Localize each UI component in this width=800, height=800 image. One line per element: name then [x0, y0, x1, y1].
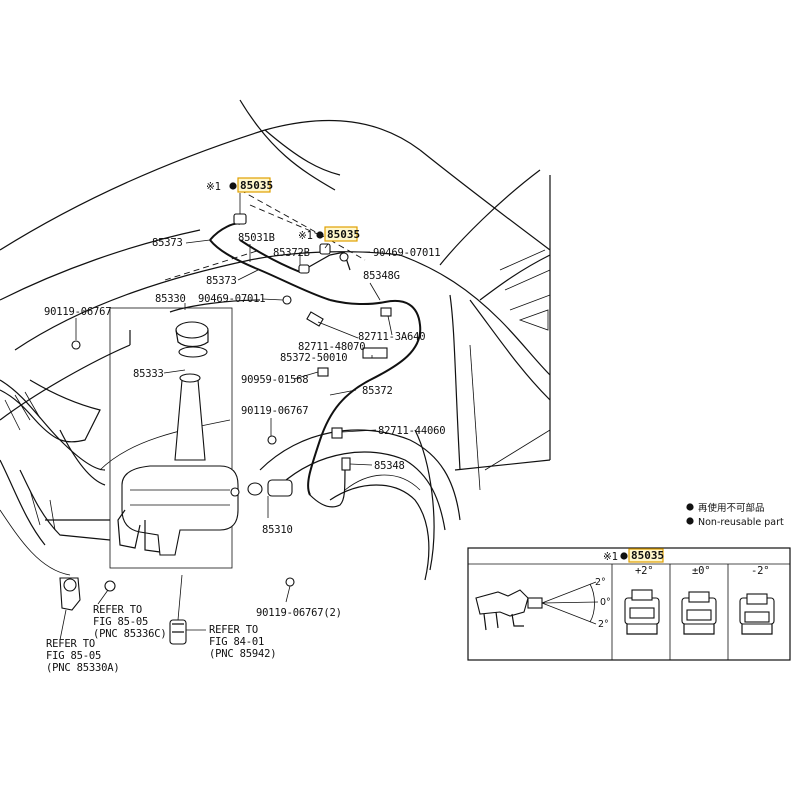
bolt-90119-left	[71, 340, 81, 350]
refer2-line2[interactable]: FIG 85-05	[46, 650, 101, 662]
refer1-line1: REFER TO	[93, 604, 142, 616]
grommet	[104, 580, 116, 592]
clip-82711-48070	[306, 311, 324, 327]
washer-tank	[121, 465, 239, 556]
legend-dot-en	[686, 517, 694, 525]
refer1-line2[interactable]: FIG 85-05	[93, 616, 148, 628]
non-reusable-dot-2	[316, 231, 324, 239]
joint-85348	[341, 457, 351, 471]
cap-seal	[178, 346, 208, 358]
refer3-line1: REFER TO	[209, 624, 258, 636]
label-85372b[interactable]: 85372B	[273, 247, 310, 259]
label-85031b[interactable]: 85031B	[238, 232, 275, 244]
label-82711-48070[interactable]: 82711-48070	[298, 341, 366, 353]
bolt-90119-lower	[285, 577, 295, 587]
washer-hose	[209, 222, 422, 508]
legend-en: Non-reusable part	[698, 517, 784, 528]
inset-non-reusable-dot	[620, 552, 628, 560]
label-85373-a[interactable]: 85373	[152, 237, 183, 249]
refer2-line3: (PNC 85330A)	[46, 662, 119, 674]
inset-nozzle-tip	[527, 597, 543, 609]
clip-82711-3a640	[380, 307, 392, 317]
label-85310[interactable]: 85310	[262, 524, 293, 536]
label-85372-50010[interactable]: 85372-50010	[280, 352, 348, 364]
inset-angle-down: 2°	[598, 619, 609, 630]
non-reusable-dot-1	[229, 182, 237, 190]
legend-jp: 再使用不可部品	[698, 502, 765, 514]
label-85348[interactable]: 85348	[374, 460, 405, 472]
label-82711-3a640[interactable]: 82711-3A640	[358, 331, 426, 343]
leader-lines	[59, 193, 393, 641]
label-85330[interactable]: 85330	[155, 293, 186, 305]
label-90959[interactable]: 90959-01568	[241, 374, 309, 386]
washer-tank-assembly	[59, 307, 293, 645]
inset-highlight-85035	[628, 548, 664, 563]
legend: 再使用不可部品 Non-reusable part	[686, 502, 784, 528]
hood-dashed-lines	[164, 189, 366, 281]
highlight-85035-a	[237, 177, 271, 193]
inset-angle-mid: 0°	[600, 597, 611, 608]
nozzle-angle-inset: ※1 85035 +2° ±0° -2° 2° 0° 2°	[467, 547, 791, 661]
label-90119-b[interactable]: 90119-06767	[241, 405, 309, 417]
label-85035-b[interactable]: 85035	[327, 228, 360, 241]
legend-dot-jp	[686, 503, 694, 511]
clip-82711-44060	[331, 427, 343, 439]
small-parts	[71, 213, 392, 587]
refer3-line2[interactable]: FIG 84-01	[209, 636, 264, 648]
tank-cap	[175, 321, 209, 339]
variant-plus2[interactable]	[624, 589, 660, 635]
nozzle-left	[233, 213, 247, 225]
label-85035-a[interactable]: 85035	[240, 179, 273, 192]
joint-85372-50010	[362, 347, 388, 359]
label-90469-b[interactable]: 90469-07011	[198, 293, 266, 305]
ref-mark-1: ※1	[206, 181, 221, 193]
label-90119-a[interactable]: 90119-06767	[44, 306, 112, 318]
ref-mark-2: ※1	[298, 230, 313, 242]
label-90469-a[interactable]: 90469-07011	[373, 247, 441, 259]
vehicle-body-outline	[0, 99, 551, 581]
variant-zero[interactable]	[681, 591, 717, 635]
label-90119-c[interactable]: 90119-06767(2)	[256, 607, 342, 619]
highlight-85035-b	[324, 226, 358, 242]
clip-90469-lower	[282, 295, 292, 305]
refer3-line3: (PNC 85942)	[209, 648, 276, 660]
label-82711-44060[interactable]: 82711-44060	[378, 425, 446, 437]
inset-angle-up: 2°	[595, 577, 606, 588]
inset-col-minus2[interactable]: -2°	[751, 565, 770, 577]
inset-frame	[467, 547, 791, 661]
tank-filler-neck	[174, 379, 206, 461]
inset-col-zero[interactable]: ±0°	[692, 565, 711, 577]
inset-ref-mark: ※1	[603, 551, 618, 563]
nozzle-right	[319, 243, 331, 255]
variant-minus2[interactable]	[739, 593, 775, 635]
inset-nozzle-body	[475, 589, 529, 617]
washer-pump	[267, 479, 293, 497]
refer2-line1: REFER TO	[46, 638, 95, 650]
inset-part-85035[interactable]: 85035	[631, 549, 664, 562]
refer1-line3: (PNC 85336C)	[93, 628, 166, 640]
bolt-90119-mid	[267, 435, 277, 445]
part-labels: ※1 85035 ※1 85035 85373 85031B 85372B 90…	[44, 177, 446, 619]
refer-notes: REFER TO FIG 85-05 (PNC 85336C) REFER TO…	[46, 604, 277, 674]
clip-90959	[317, 367, 329, 377]
label-85372[interactable]: 85372	[362, 385, 393, 397]
clip-90469-upper	[339, 252, 349, 262]
tank-group-frame	[109, 307, 233, 569]
label-85348g[interactable]: 85348G	[363, 270, 400, 282]
label-85373-b[interactable]: 85373	[206, 275, 237, 287]
hose-joint	[298, 264, 310, 274]
label-85333[interactable]: 85333	[133, 368, 164, 380]
inset-col-plus2[interactable]: +2°	[635, 565, 654, 577]
